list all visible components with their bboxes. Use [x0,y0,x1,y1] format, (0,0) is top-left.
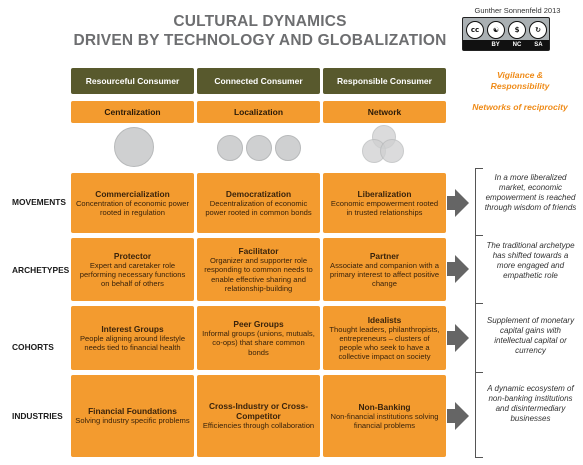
column-header-responsible: Responsible Consumer [323,68,446,94]
cell-text: Thought leaders, philanthropists, entrep… [329,324,440,362]
cell-title: Democratization [225,188,292,199]
column-sub-localization: Localization [197,101,320,123]
localization-circle-icon [275,135,301,161]
cell-title: Commercialization [95,188,170,199]
row-label-archetypes: ARCHETYPES [12,265,70,275]
title-line-1: CULTURAL DYNAMICS [173,13,347,30]
cc-icon: cc [466,21,484,39]
cell-text: Solving industry specific problems [75,416,190,426]
cell-title: Liberalization [357,188,412,199]
cell-idealists: Idealists Thought leaders, philanthropis… [323,306,446,370]
cell-title: Financial Foundations [88,406,177,417]
cell-protector: Protector Expert and caretaker role perf… [71,238,194,301]
cell-commercialization: Commercialization Concentration of econo… [71,173,194,233]
cell-text: Decentralization of economic power roote… [205,198,312,217]
cell-text: Concentration of economic power rooted i… [75,198,190,217]
cell-title: Interest Groups [101,323,164,334]
noncommercial-icon: $ [508,21,526,39]
side-note-industries: A dynamic ecosystem of non-banking insti… [487,384,574,423]
column-sub-centralization: Centralization [71,101,194,123]
cell-text: Associate and companion with a primary i… [329,260,440,289]
cell-peer-groups: Peer Groups Informal groups (unions, mut… [197,306,320,370]
diagram-title: CULTURAL DYNAMICS DRIVEN BY TECHNOLOGY A… [70,12,450,50]
side-bracket [475,168,484,458]
side-note-cohorts: Supplement of monetary capital gains wit… [486,316,575,355]
cell-title: Protector [113,250,152,261]
bracket-tick [475,235,483,236]
cell-cross-industry: Cross-Industry or Cross-Competitor Effic… [197,375,320,457]
note-vigilance: Vigilance & Responsibility [490,70,550,91]
cell-title: Idealists [367,314,402,325]
cell-title: Cross-Industry or Cross-Competitor [208,401,309,422]
cell-text: Informal groups (unions, mutuals, co-ops… [202,329,315,357]
arrow-right-icon [447,324,469,352]
cell-title: Peer Groups [233,319,284,330]
cell-democratization: Democratization Decentralization of econ… [197,173,320,233]
arrow-right-icon [447,189,469,217]
cell-partner: Partner Associate and companion with a p… [323,238,446,301]
arrow-right-icon [447,402,469,430]
column-sub-network: Network [323,101,446,123]
cell-text: Expert and caretaker role performing nec… [79,260,186,289]
cell-text: People aligning around lifestyle needs t… [79,333,186,352]
license-label-sa: SA [534,42,543,48]
bracket-tick [475,372,483,373]
cell-financial-foundations: Financial Foundations Solving industry s… [71,375,194,457]
cell-title: Non-Banking [358,401,411,412]
localization-circle-icon [246,135,272,161]
cell-text: Organizer and supporter role responding … [204,256,313,293]
cell-text: Efficiencies through collaboration [202,421,315,431]
attribution-icon: ☯ [487,21,505,39]
cell-text: Economic empowerment rooted in trusted r… [330,198,439,217]
author-credit: Gunther Sonnenfeld 2013 [474,6,561,15]
bracket-tick [475,168,483,169]
cell-interest-groups: Interest Groups People aligning around l… [71,306,194,370]
cell-liberalization: Liberalization Economic empowerment root… [323,173,446,233]
centralization-circle-icon [114,127,154,167]
sharealike-icon: ↻ [529,21,547,39]
side-note-archetypes: The traditional archetype has shifted to… [486,241,575,280]
note-reciprocity: Networks of reciprocity [472,102,568,112]
network-overlap-icon [358,125,406,167]
bracket-tick [475,457,483,458]
column-header-resourceful: Resourceful Consumer [71,68,194,94]
title-line-2: DRIVEN BY TECHNOLOGY AND GLOBALIZATION [73,32,447,49]
row-label-movements: MOVEMENTS [12,197,66,207]
bracket-tick [475,303,483,304]
row-label-cohorts: COHORTS [12,342,54,352]
cell-title: Facilitator [238,246,279,257]
cc-license-badge: cc ☯ $ ↻ BY NC SA [462,17,550,51]
column-header-connected: Connected Consumer [197,68,320,94]
row-label-industries: INDUSTRIES [12,411,63,421]
localization-circle-icon [217,135,243,161]
side-note-movements: In a more liberalized market, economic e… [484,173,577,212]
license-labels: BY NC SA [463,40,549,50]
cell-text: Non-financial institutions solving finan… [330,411,439,430]
arrow-right-icon [447,255,469,283]
cell-non-banking: Non-Banking Non-financial institutions s… [323,375,446,457]
license-label-by: BY [491,42,500,48]
cell-title: Partner [369,250,400,261]
license-label-nc: NC [512,42,522,48]
cell-facilitator: Facilitator Organizer and supporter role… [197,238,320,301]
